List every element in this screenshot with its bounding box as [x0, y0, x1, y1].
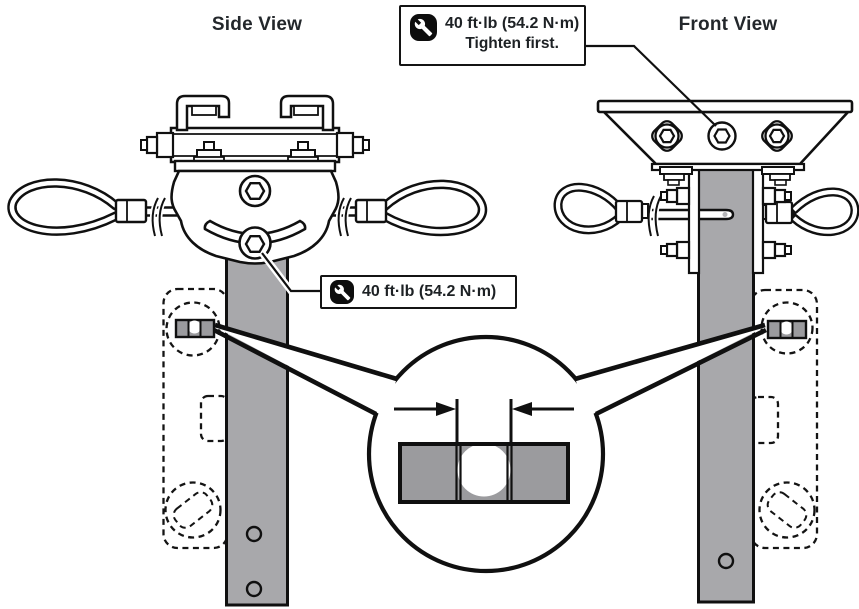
front-view-label: Front View	[678, 14, 778, 35]
slot-bolt	[238, 226, 272, 260]
post-hole	[245, 580, 263, 598]
magnifier-detail	[366, 334, 606, 574]
torque-callout-secondary: 40 ft·lb (54.2 N·m)	[320, 275, 517, 309]
torque-value: 40 ft·lb (54.2 N·m)	[445, 15, 580, 32]
alignment-marks	[394, 399, 574, 443]
arrow-right-icon	[436, 402, 456, 416]
pivot-bolt	[238, 174, 272, 208]
torque-value: 40 ft·lb (54.2 N·m)	[362, 283, 497, 300]
level-bubble	[457, 446, 511, 497]
left-wedge-leader	[212, 322, 398, 417]
level-window-right	[766, 319, 808, 340]
side-view-post	[225, 248, 289, 607]
slot-bolt-hex	[244, 234, 266, 254]
torque-callout-primary: 40 ft·lb (54.2 N·m) Tighten first.	[399, 5, 586, 66]
plate-bolt-left	[651, 120, 683, 152]
mounting-rail	[140, 94, 370, 164]
torque-instruction: Tighten first.	[465, 35, 559, 52]
cable-ferrule-left	[614, 199, 649, 224]
callout-leader-secondary	[259, 250, 321, 295]
callout-leader-primary	[585, 44, 717, 127]
cable-loop-left	[553, 182, 625, 235]
pivot-bolt-hex	[244, 181, 266, 201]
adjustment-slot	[203, 219, 307, 245]
right-flange	[751, 165, 792, 275]
cable-loop-right	[379, 179, 488, 237]
front-view-post	[697, 163, 755, 604]
top-plate	[596, 99, 854, 186]
post-hole	[245, 525, 263, 543]
arrow-left-icon	[512, 402, 532, 416]
front-view-assembly	[553, 99, 859, 275]
level-window-left	[174, 318, 216, 339]
cable-loop-right	[789, 187, 859, 237]
wrench-icon	[410, 14, 437, 41]
plate-bolt-right	[761, 120, 793, 152]
plate-bolt-center	[707, 121, 737, 151]
cable-ferrule-right	[354, 198, 388, 224]
eye-bolt-rod	[645, 194, 735, 237]
wrench-icon	[330, 280, 354, 304]
cable-loop-left	[7, 178, 121, 236]
post-hole	[717, 552, 735, 570]
side-view-assembly	[7, 94, 488, 265]
side-view-label: Side View	[211, 14, 303, 35]
level-bubble-detail	[398, 442, 570, 504]
hanger-bracket	[170, 159, 340, 265]
cable-ferrule-left	[114, 198, 148, 224]
eye-bolt-rod-left	[144, 196, 177, 237]
right-wedge-leader	[574, 322, 768, 417]
